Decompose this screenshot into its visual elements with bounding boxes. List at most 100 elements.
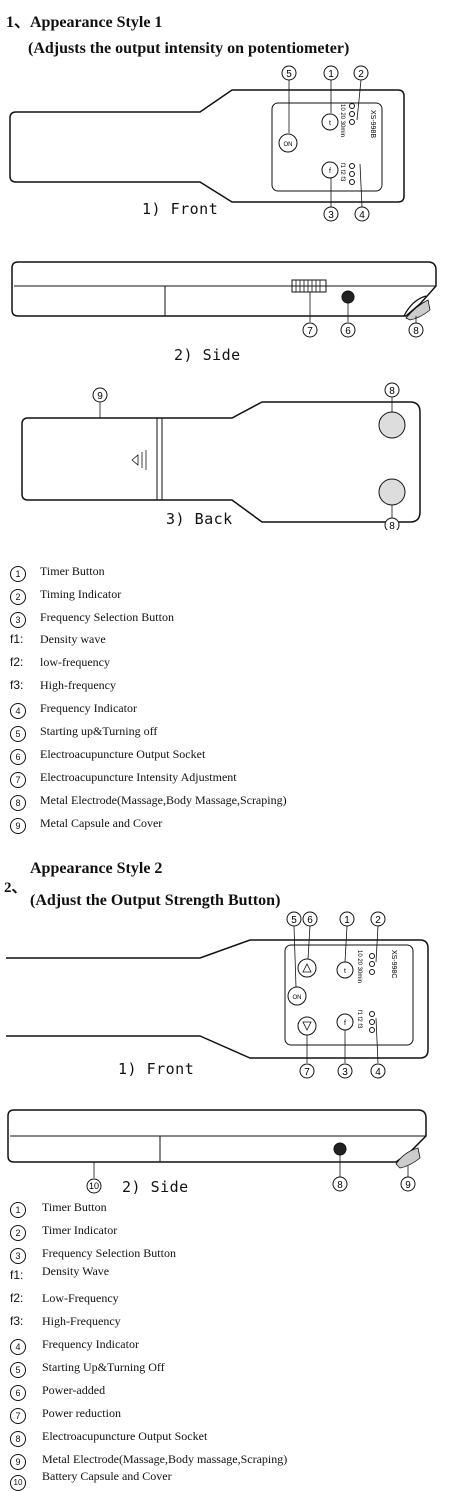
legend-text: Timer Button (42, 1200, 107, 1214)
legend-text: Frequency Selection Button (42, 1246, 176, 1260)
style2-side-caption: 2) Side (122, 1178, 189, 1196)
style2-model-text: XS-998C (390, 950, 397, 978)
style2-front-caption: 1) Front (118, 1060, 195, 1078)
style2-side-diagram: 10 8 9 (7, 1109, 427, 1194)
svg-text:10: 10 (89, 1181, 99, 1191)
svg-text:3: 3 (342, 1067, 348, 1078)
legend-mark: 2 (10, 1225, 26, 1241)
style1-timer-labels: 10 20 30min (339, 104, 345, 137)
style1-side-caption: 2) Side (174, 346, 241, 364)
section2-subheading: (Adjust the Output Strength Button) (30, 892, 281, 909)
legend-mark: 9 (10, 1454, 26, 1470)
svg-text:5: 5 (291, 915, 297, 926)
legend-text: High-frequency (40, 678, 116, 692)
svg-text:5: 5 (286, 69, 292, 80)
style2-timer-labels: 10 20 30min (356, 950, 362, 983)
legend-mark: f1: (10, 1268, 24, 1282)
style2-front-diagram: ON t f XS-998C 10 20 30min f1 f2 f3 5 6 … (6, 911, 429, 1079)
svg-text:7: 7 (304, 1067, 310, 1078)
svg-text:f: f (344, 1020, 346, 1027)
legend-mark: 7 (10, 772, 26, 788)
svg-text:t: t (344, 968, 346, 975)
legend-mark: 1 (10, 1202, 26, 1218)
legend-mark: 2 (10, 589, 26, 605)
legend-mark: f3: (10, 678, 24, 692)
legend-mark: 10 (10, 1475, 26, 1491)
legend-text: Density Wave (42, 1264, 110, 1278)
svg-text:ON: ON (293, 995, 302, 1001)
legend-mark: 5 (10, 1362, 26, 1378)
legend-mark: 4 (10, 1339, 26, 1355)
svg-text:t: t (329, 120, 331, 127)
legend-text: Metal Electrode(Massage,Body massage,Scr… (42, 1452, 288, 1466)
svg-text:8: 8 (389, 386, 395, 397)
legend-text: Timer Indicator (42, 1223, 118, 1237)
section1-heading: 1、Appearance Style 1 (6, 14, 163, 31)
legend-mark: f1: (10, 632, 24, 646)
legend-mark: 6 (10, 749, 26, 765)
legend-text: Battery Capsule and Cover (42, 1469, 172, 1483)
svg-text:7: 7 (307, 326, 313, 337)
section1-subheading: (Adjusts the output intensity on potenti… (28, 40, 350, 57)
legend-mark: 4 (10, 703, 26, 719)
legend-text: Electroacupuncture Output Socket (42, 1429, 208, 1443)
legend-mark: 8 (10, 795, 26, 811)
legend-mark: 3 (10, 1248, 26, 1264)
legend-mark: 8 (10, 1431, 26, 1447)
section2-number: 2、 (4, 880, 27, 896)
style1-freq-labels: f1 f2 f3 (339, 163, 345, 182)
svg-text:2: 2 (375, 915, 381, 926)
legend-mark: 5 (10, 726, 26, 742)
svg-text:8: 8 (337, 1180, 343, 1191)
legend-text: Power-added (42, 1383, 106, 1397)
legend-mark: f2: (10, 655, 24, 669)
svg-text:6: 6 (307, 915, 313, 926)
style1-side-diagram: 7 6 8 (11, 261, 437, 338)
legend-mark: 7 (10, 1408, 26, 1424)
legend-mark: f3: (10, 1314, 24, 1328)
legend-mark: 1 (10, 566, 26, 582)
style1-back-caption: 3) Back (166, 510, 233, 528)
svg-text:4: 4 (359, 210, 365, 221)
legend-mark: 9 (10, 818, 26, 834)
svg-text:8: 8 (413, 326, 419, 337)
legend-text: Low-Frequency (42, 1291, 119, 1305)
section2-heading: Appearance Style 2 (30, 860, 163, 877)
svg-text:2: 2 (358, 69, 364, 80)
legend-text: High-Frequency (42, 1314, 121, 1328)
legend-text: Electroacupuncture Intensity Adjustment (40, 770, 237, 784)
legend-text: Timer Button (40, 564, 105, 578)
svg-text:1: 1 (344, 915, 350, 926)
svg-text:6: 6 (345, 326, 351, 337)
style1-model-text: XS-998B (369, 110, 376, 138)
svg-text:4: 4 (375, 1067, 381, 1078)
svg-text:3: 3 (328, 210, 334, 221)
legend-text: Frequency Selection Button (40, 610, 174, 624)
legend-text: Metal Capsule and Cover (40, 816, 163, 830)
svg-text:9: 9 (405, 1180, 411, 1191)
legend-text: Metal Electrode(Massage,Body Massage,Scr… (40, 793, 287, 807)
style2-freq-labels: f1 f2 f3 (356, 1010, 362, 1029)
legend-text: Frequency Indicator (42, 1337, 139, 1351)
svg-text:9: 9 (97, 391, 103, 402)
style1-front-diagram: ON t f XS-998B 10 20 30min f1 f2 f3 5 1 … (9, 65, 405, 222)
legend-text: Starting Up&Turning Off (42, 1360, 165, 1374)
style1-back-diagram: 9 8 8 (21, 382, 421, 530)
svg-text:8: 8 (389, 521, 395, 530)
legend-mark: 6 (10, 1385, 26, 1401)
svg-text:1: 1 (328, 69, 334, 80)
style1-front-caption: 1) Front (142, 200, 219, 218)
svg-text:ON: ON (284, 142, 293, 148)
legend-text: Power reduction (42, 1406, 121, 1420)
legend-text: Timing Indicator (40, 587, 122, 601)
legend-text: Frequency Indicator (40, 701, 137, 715)
legend-text: Starting up&Turning off (40, 724, 158, 738)
legend-text: Density wave (40, 632, 106, 646)
svg-text:f: f (329, 168, 331, 175)
legend-text: low-frequency (40, 655, 110, 669)
legend-text: Electroacupuncture Output Socket (40, 747, 206, 761)
legend-mark: 3 (10, 612, 26, 628)
legend-mark: f2: (10, 1291, 24, 1305)
